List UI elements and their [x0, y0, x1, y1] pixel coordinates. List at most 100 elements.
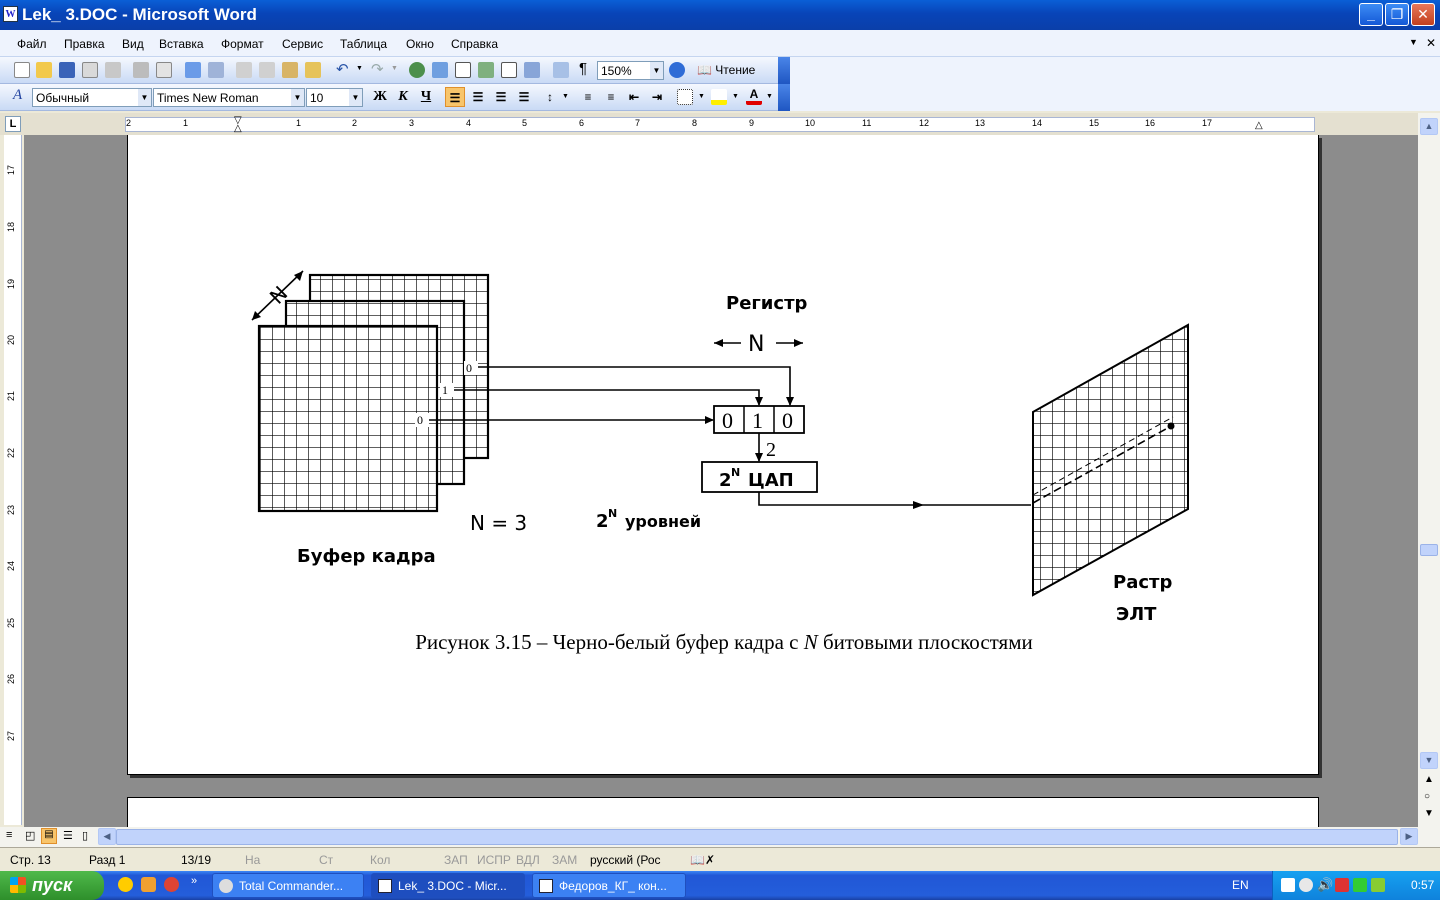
doc-close-icon[interactable]: ✕: [1426, 36, 1437, 50]
menu-edit[interactable]: Правка: [64, 37, 105, 51]
scroll-left-button[interactable]: ◀: [98, 828, 116, 845]
bullets-icon[interactable]: ≡: [607, 90, 615, 104]
reading-layout-button[interactable]: 📖 Чтение: [697, 63, 756, 77]
undo-dropdown-icon[interactable]: ▼: [356, 65, 363, 72]
style-dropdown-icon[interactable]: ▼: [138, 89, 151, 106]
borders-dropdown-icon[interactable]: ▼: [698, 93, 705, 100]
numbering-icon[interactable]: ≡: [584, 90, 592, 104]
insert-excel-icon[interactable]: [478, 62, 494, 78]
print-preview-icon[interactable]: [156, 62, 172, 78]
tray-icon-1[interactable]: [1281, 878, 1295, 892]
font-select[interactable]: Times New Roman▼: [153, 88, 305, 107]
justify-button[interactable]: ☰: [518, 90, 530, 104]
menu-tools[interactable]: Сервис: [282, 37, 324, 51]
close-button[interactable]: ✕: [1411, 3, 1435, 26]
scroll-down-button[interactable]: ▼: [1420, 752, 1438, 769]
volume-icon[interactable]: 🔊: [1317, 877, 1334, 892]
menu-view[interactable]: Вид: [122, 37, 144, 51]
next-page[interactable]: [127, 797, 1319, 829]
toolbar-options-icon[interactable]: [778, 57, 790, 84]
increase-indent-icon[interactable]: ⇥: [651, 90, 663, 104]
align-right-button[interactable]: ☰: [495, 90, 507, 104]
select-browse-object-icon[interactable]: ○: [1424, 791, 1431, 802]
outline-view-icon[interactable]: ☰: [63, 830, 73, 842]
maximize-button[interactable]: ❐: [1385, 3, 1409, 26]
help-dropdown-icon[interactable]: ▼: [1409, 37, 1418, 47]
horizontal-scrollbar[interactable]: ≡ ◰ ▤ ☰ ▯ ◀ ▶: [0, 827, 1440, 847]
insert-table-icon[interactable]: [455, 62, 471, 78]
clock[interactable]: 0:57: [1411, 878, 1435, 892]
menu-format[interactable]: Формат: [221, 37, 264, 51]
status-overtype[interactable]: ЗАМ: [552, 853, 578, 867]
quicklaunch-icon-3[interactable]: [164, 877, 179, 892]
tray-icon-2[interactable]: [1299, 878, 1313, 892]
font-size-dropdown-icon[interactable]: ▼: [349, 89, 362, 106]
align-center-button[interactable]: ☰: [472, 90, 484, 104]
task-word-document[interactable]: Lek_ 3.DOC - Micr...: [371, 873, 525, 898]
zoom-dropdown-icon[interactable]: ▼: [650, 62, 663, 79]
align-left-button[interactable]: ☰: [445, 87, 465, 107]
highlight-dropdown-icon[interactable]: ▼: [732, 93, 739, 100]
menu-window[interactable]: Окно: [406, 37, 434, 51]
tray-icon-3[interactable]: [1335, 878, 1349, 892]
font-color-icon[interactable]: A: [746, 88, 762, 105]
style-select[interactable]: Обычный▼: [32, 88, 152, 107]
italic-button[interactable]: К: [398, 89, 408, 104]
right-indent-marker[interactable]: △: [1255, 120, 1263, 131]
font-color-dropdown-icon[interactable]: ▼: [766, 93, 773, 100]
tab-selector[interactable]: L: [5, 116, 21, 132]
task-total-commander[interactable]: Total Commander...: [212, 873, 364, 898]
spelling-status-icon[interactable]: 📖✗: [690, 853, 715, 867]
redo-icon[interactable]: ↷: [371, 61, 384, 78]
scroll-right-button[interactable]: ▶: [1400, 828, 1418, 845]
tables-borders-icon[interactable]: [432, 62, 448, 78]
task-word-document-2[interactable]: Федоров_КГ_ кон...: [532, 873, 686, 898]
quicklaunch-icon-2[interactable]: [141, 877, 156, 892]
document-page[interactable]: N 0 1 0 Регистр N 0 1 0 2 2 N ЦА: [127, 135, 1319, 775]
previous-page-icon[interactable]: ▲: [1424, 774, 1434, 785]
undo-icon[interactable]: ↶: [336, 61, 349, 78]
permission-icon[interactable]: [82, 62, 98, 78]
web-view-icon[interactable]: ◰: [25, 830, 36, 842]
formatting-options-icon[interactable]: [778, 84, 790, 111]
print-icon[interactable]: [133, 62, 149, 78]
print-layout-view-icon[interactable]: ▤: [41, 828, 57, 844]
left-indent-marker[interactable]: △: [234, 123, 242, 134]
help-icon[interactable]: [669, 62, 685, 78]
status-track-changes[interactable]: ИСПР: [477, 853, 511, 867]
scroll-thumb[interactable]: [1420, 544, 1438, 556]
menu-file[interactable]: Файл: [17, 37, 47, 51]
show-hide-paragraph-icon[interactable]: ¶: [579, 60, 588, 77]
menu-insert[interactable]: Вставка: [159, 37, 204, 51]
line-spacing-dropdown-icon[interactable]: ▼: [562, 93, 569, 100]
word-app-icon[interactable]: W: [3, 6, 18, 22]
spelling-icon[interactable]: [185, 62, 201, 78]
columns-icon[interactable]: [501, 62, 517, 78]
status-extend[interactable]: ВДЛ: [516, 853, 540, 867]
research-icon[interactable]: [208, 62, 224, 78]
new-document-icon[interactable]: [14, 62, 30, 78]
tray-icon-5[interactable]: [1371, 878, 1385, 892]
scroll-up-button[interactable]: ▲: [1420, 118, 1438, 135]
menu-help[interactable]: Справка: [451, 37, 499, 51]
email-icon[interactable]: [105, 62, 121, 78]
zoom-select[interactable]: 150%▼: [597, 61, 664, 80]
bold-button[interactable]: Ж: [373, 89, 387, 104]
quicklaunch-icon-1[interactable]: [118, 877, 133, 892]
line-spacing-icon[interactable]: ↕: [547, 90, 553, 104]
next-page-icon[interactable]: ▼: [1424, 808, 1434, 819]
highlight-icon[interactable]: [711, 89, 727, 105]
status-record-macro[interactable]: ЗАП: [444, 853, 468, 867]
styles-formatting-icon[interactable]: A: [13, 87, 23, 103]
hyperlink-icon[interactable]: [409, 62, 425, 78]
input-language[interactable]: EN: [1232, 878, 1249, 892]
normal-view-icon[interactable]: ≡: [6, 829, 13, 841]
redo-dropdown-icon[interactable]: ▼: [391, 65, 398, 72]
horizontal-scroll-thumb[interactable]: [116, 829, 1398, 845]
borders-icon[interactable]: [677, 89, 693, 105]
menu-table[interactable]: Таблица: [340, 37, 388, 51]
first-line-indent-marker[interactable]: ▽: [234, 115, 242, 126]
underline-button[interactable]: Ч: [420, 89, 432, 104]
